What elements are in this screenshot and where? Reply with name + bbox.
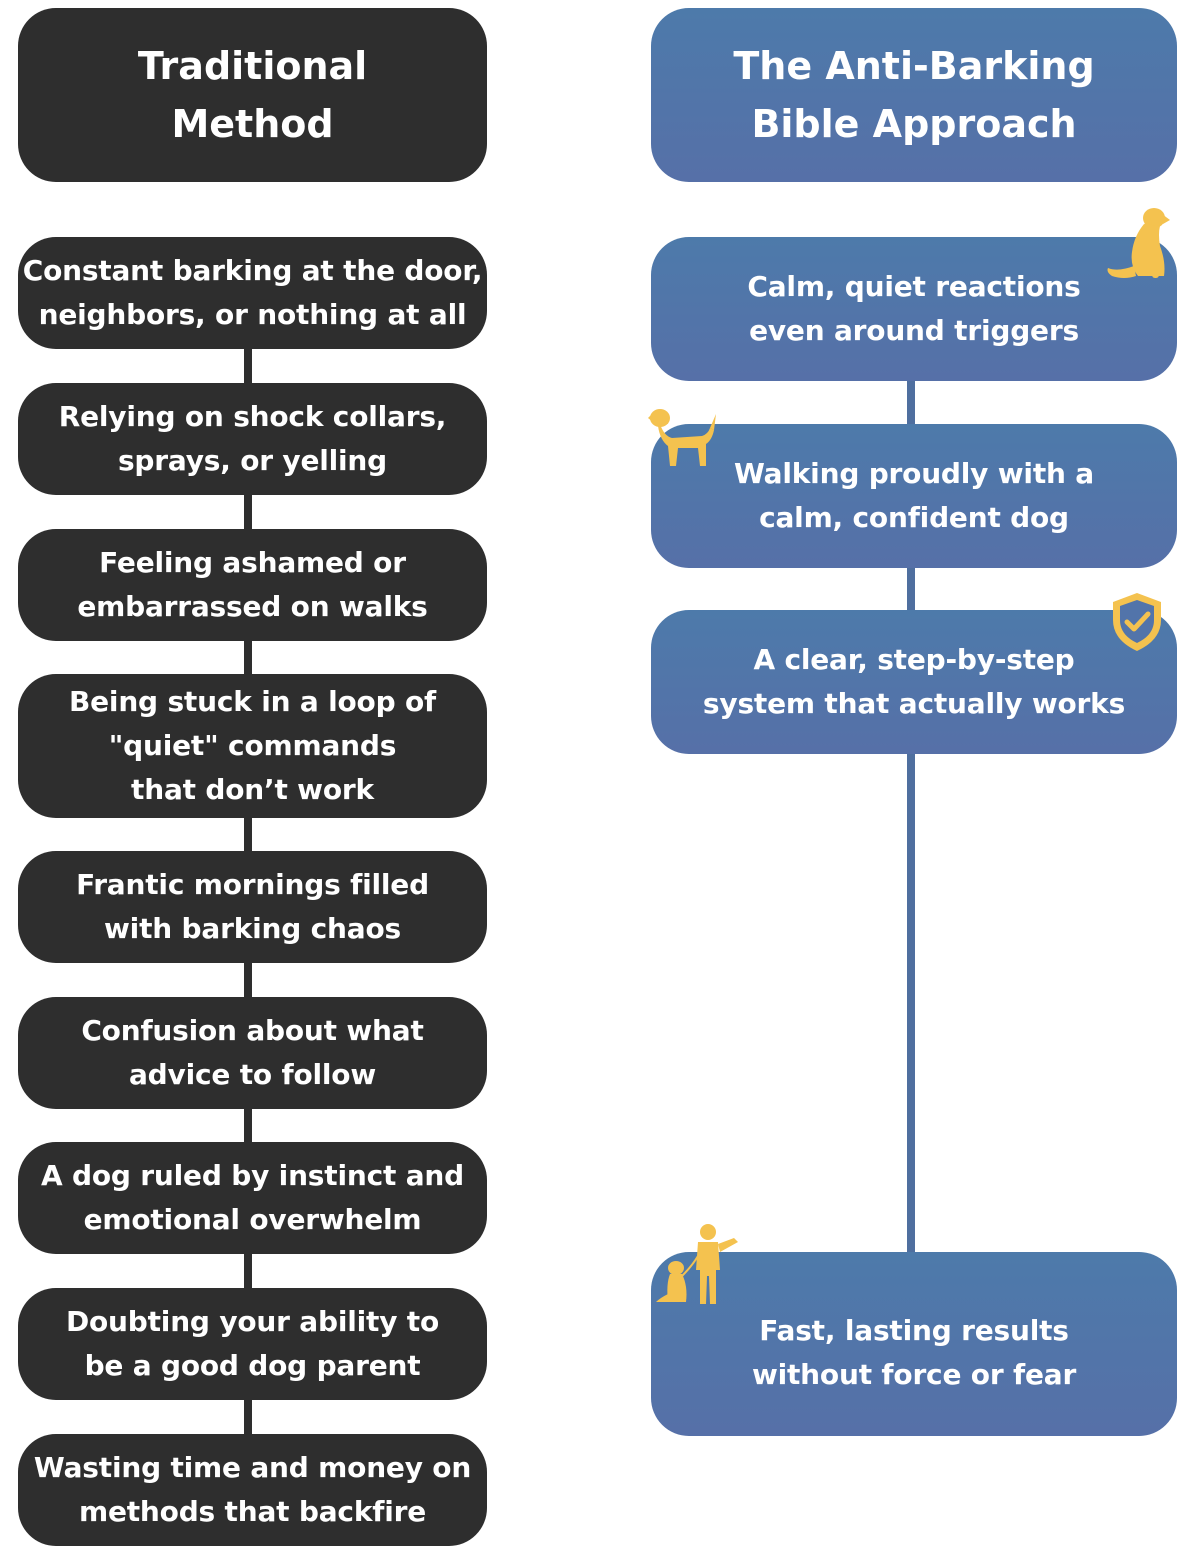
- left-item-ashamed-walks: Feeling ashamed or embarrassed on walks: [18, 529, 487, 641]
- right-item-calm-reactions: Calm, quiet reactions even around trigge…: [651, 237, 1177, 381]
- anti-barking-approach-header: The Anti-Barking Bible Approach: [651, 8, 1177, 182]
- right-item-walking-proudly: Walking proudly with a calm, confident d…: [651, 424, 1177, 568]
- standing-dog-icon: [648, 409, 716, 466]
- left-item-instinct-overwhelm: A dog ruled by instinct and emotional ov…: [18, 1142, 487, 1254]
- person-with-dog-icon: [656, 1224, 738, 1304]
- left-item-wasting-time: Wasting time and money on methods that b…: [18, 1434, 487, 1546]
- right-connector-line: [907, 370, 915, 1260]
- left-item-confusion-advice: Confusion about what advice to follow: [18, 997, 487, 1109]
- left-item-frantic-mornings: Frantic mornings filled with barking cha…: [18, 851, 487, 963]
- sitting-dog-icon: [1107, 208, 1170, 278]
- traditional-method-header: Traditional Method: [18, 8, 487, 182]
- left-item-shock-collars: Relying on shock collars, sprays, or yel…: [18, 383, 487, 495]
- left-item-doubting-ability: Doubting your ability to be a good dog p…: [18, 1288, 487, 1400]
- shield-check-icon: [1113, 593, 1161, 651]
- left-item-quiet-commands: Being stuck in a loop of "quiet" command…: [18, 674, 487, 818]
- left-item-constant-barking: Constant barking at the door, neighbors,…: [18, 237, 487, 349]
- right-item-clear-system: A clear, step-by-step system that actual…: [651, 610, 1177, 754]
- right-item-lasting-results: Fast, lasting results without force or f…: [651, 1252, 1177, 1436]
